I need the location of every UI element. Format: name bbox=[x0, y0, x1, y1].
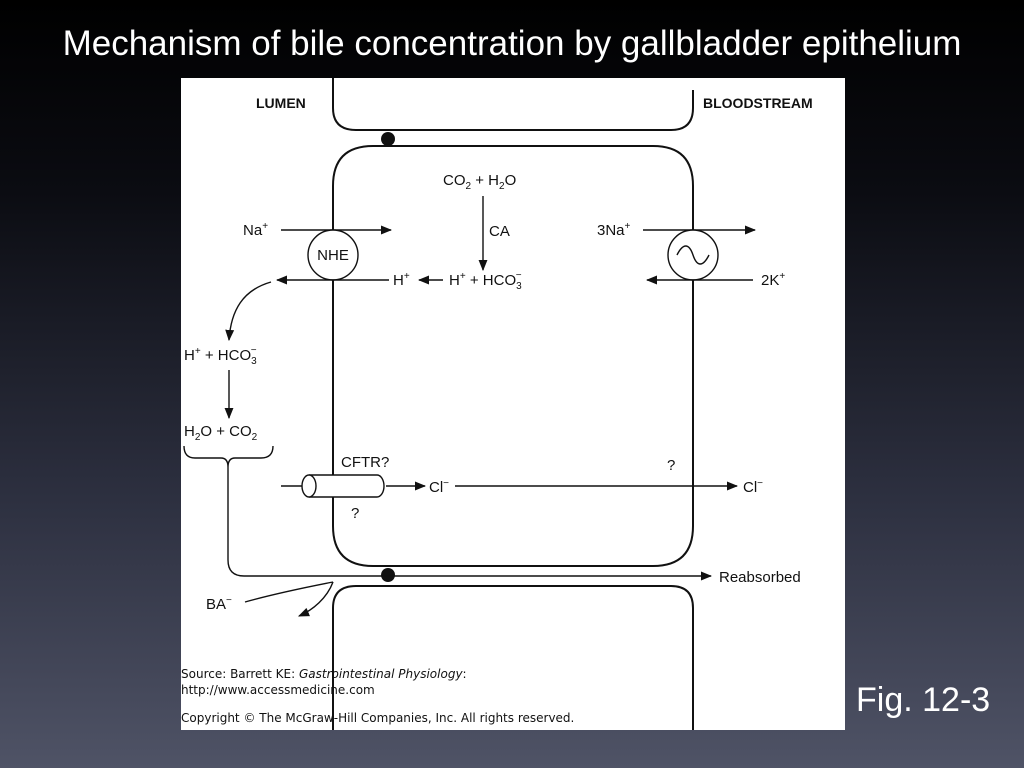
cl-blood-label: Cl− bbox=[743, 478, 763, 496]
lumen-label: LUMEN bbox=[256, 95, 306, 111]
nhe-label: NHE bbox=[317, 247, 349, 264]
bile-acid-line bbox=[244, 581, 334, 603]
epithelial-cell-membrane bbox=[332, 145, 694, 567]
reabsorbed-label: Reabsorbed bbox=[719, 569, 801, 586]
bloodstream-label: BLOODSTREAM bbox=[703, 95, 813, 111]
pump-wave-icon bbox=[676, 245, 710, 265]
lumen-brace bbox=[183, 445, 274, 468]
source-url: http://www.accessmedicine.com bbox=[181, 683, 375, 697]
reabsorption-arrow bbox=[227, 467, 713, 581]
copyright-notice: Copyright © The McGraw-Hill Companies, I… bbox=[181, 711, 575, 725]
lower-cell-membrane bbox=[332, 585, 694, 730]
cftr-question-mark: ? bbox=[351, 505, 359, 522]
cl-intracellular-label: Cl− bbox=[429, 478, 449, 496]
lumen-h-hco3-label: H+ + HCO3− bbox=[184, 345, 257, 367]
ca-label: CA bbox=[489, 223, 510, 240]
lumen-h2o-co2-label: H2O + CO2 bbox=[184, 423, 258, 443]
two-k-label: 2K+ bbox=[761, 271, 785, 289]
cftr-channel-opening bbox=[301, 474, 317, 498]
tight-junction-bottom bbox=[381, 568, 395, 582]
na-label: Na+ bbox=[243, 221, 268, 239]
h-hco3-label: H+ + HCO3− bbox=[449, 270, 522, 292]
basolateral-question-mark: ? bbox=[667, 457, 675, 474]
cftr-channel bbox=[309, 474, 385, 498]
source-line-1: Source: Barrett KE: Gastrointestinal Phy… bbox=[181, 667, 467, 681]
cftr-label: CFTR? bbox=[341, 454, 389, 471]
bile-acid-return-arrow bbox=[297, 581, 334, 617]
three-na-label: 3Na+ bbox=[597, 221, 631, 239]
figure-number-label: Fig. 12-3 bbox=[856, 681, 991, 719]
upper-cell-membrane bbox=[332, 78, 694, 131]
lumen-h-curve-arrow bbox=[225, 281, 272, 342]
tight-junction-top bbox=[381, 132, 395, 146]
bile-acid-label: BA− bbox=[206, 595, 232, 613]
gallbladder-epithelium-diagram: LUMEN BLOODSTREAM CO2 + H2O CA Na+ NHE H… bbox=[181, 78, 845, 730]
source-citation: Source: Barrett KE: Gastrointestinal Phy… bbox=[181, 666, 845, 726]
diagram-canvas: LUMEN BLOODSTREAM CO2 + H2O CA Na+ NHE H… bbox=[183, 78, 813, 730]
co2-h2o-label: CO2 + H2O bbox=[443, 172, 516, 192]
slide-title: Mechanism of bile concentration by gallb… bbox=[62, 24, 962, 63]
h-label: H+ bbox=[393, 271, 410, 289]
